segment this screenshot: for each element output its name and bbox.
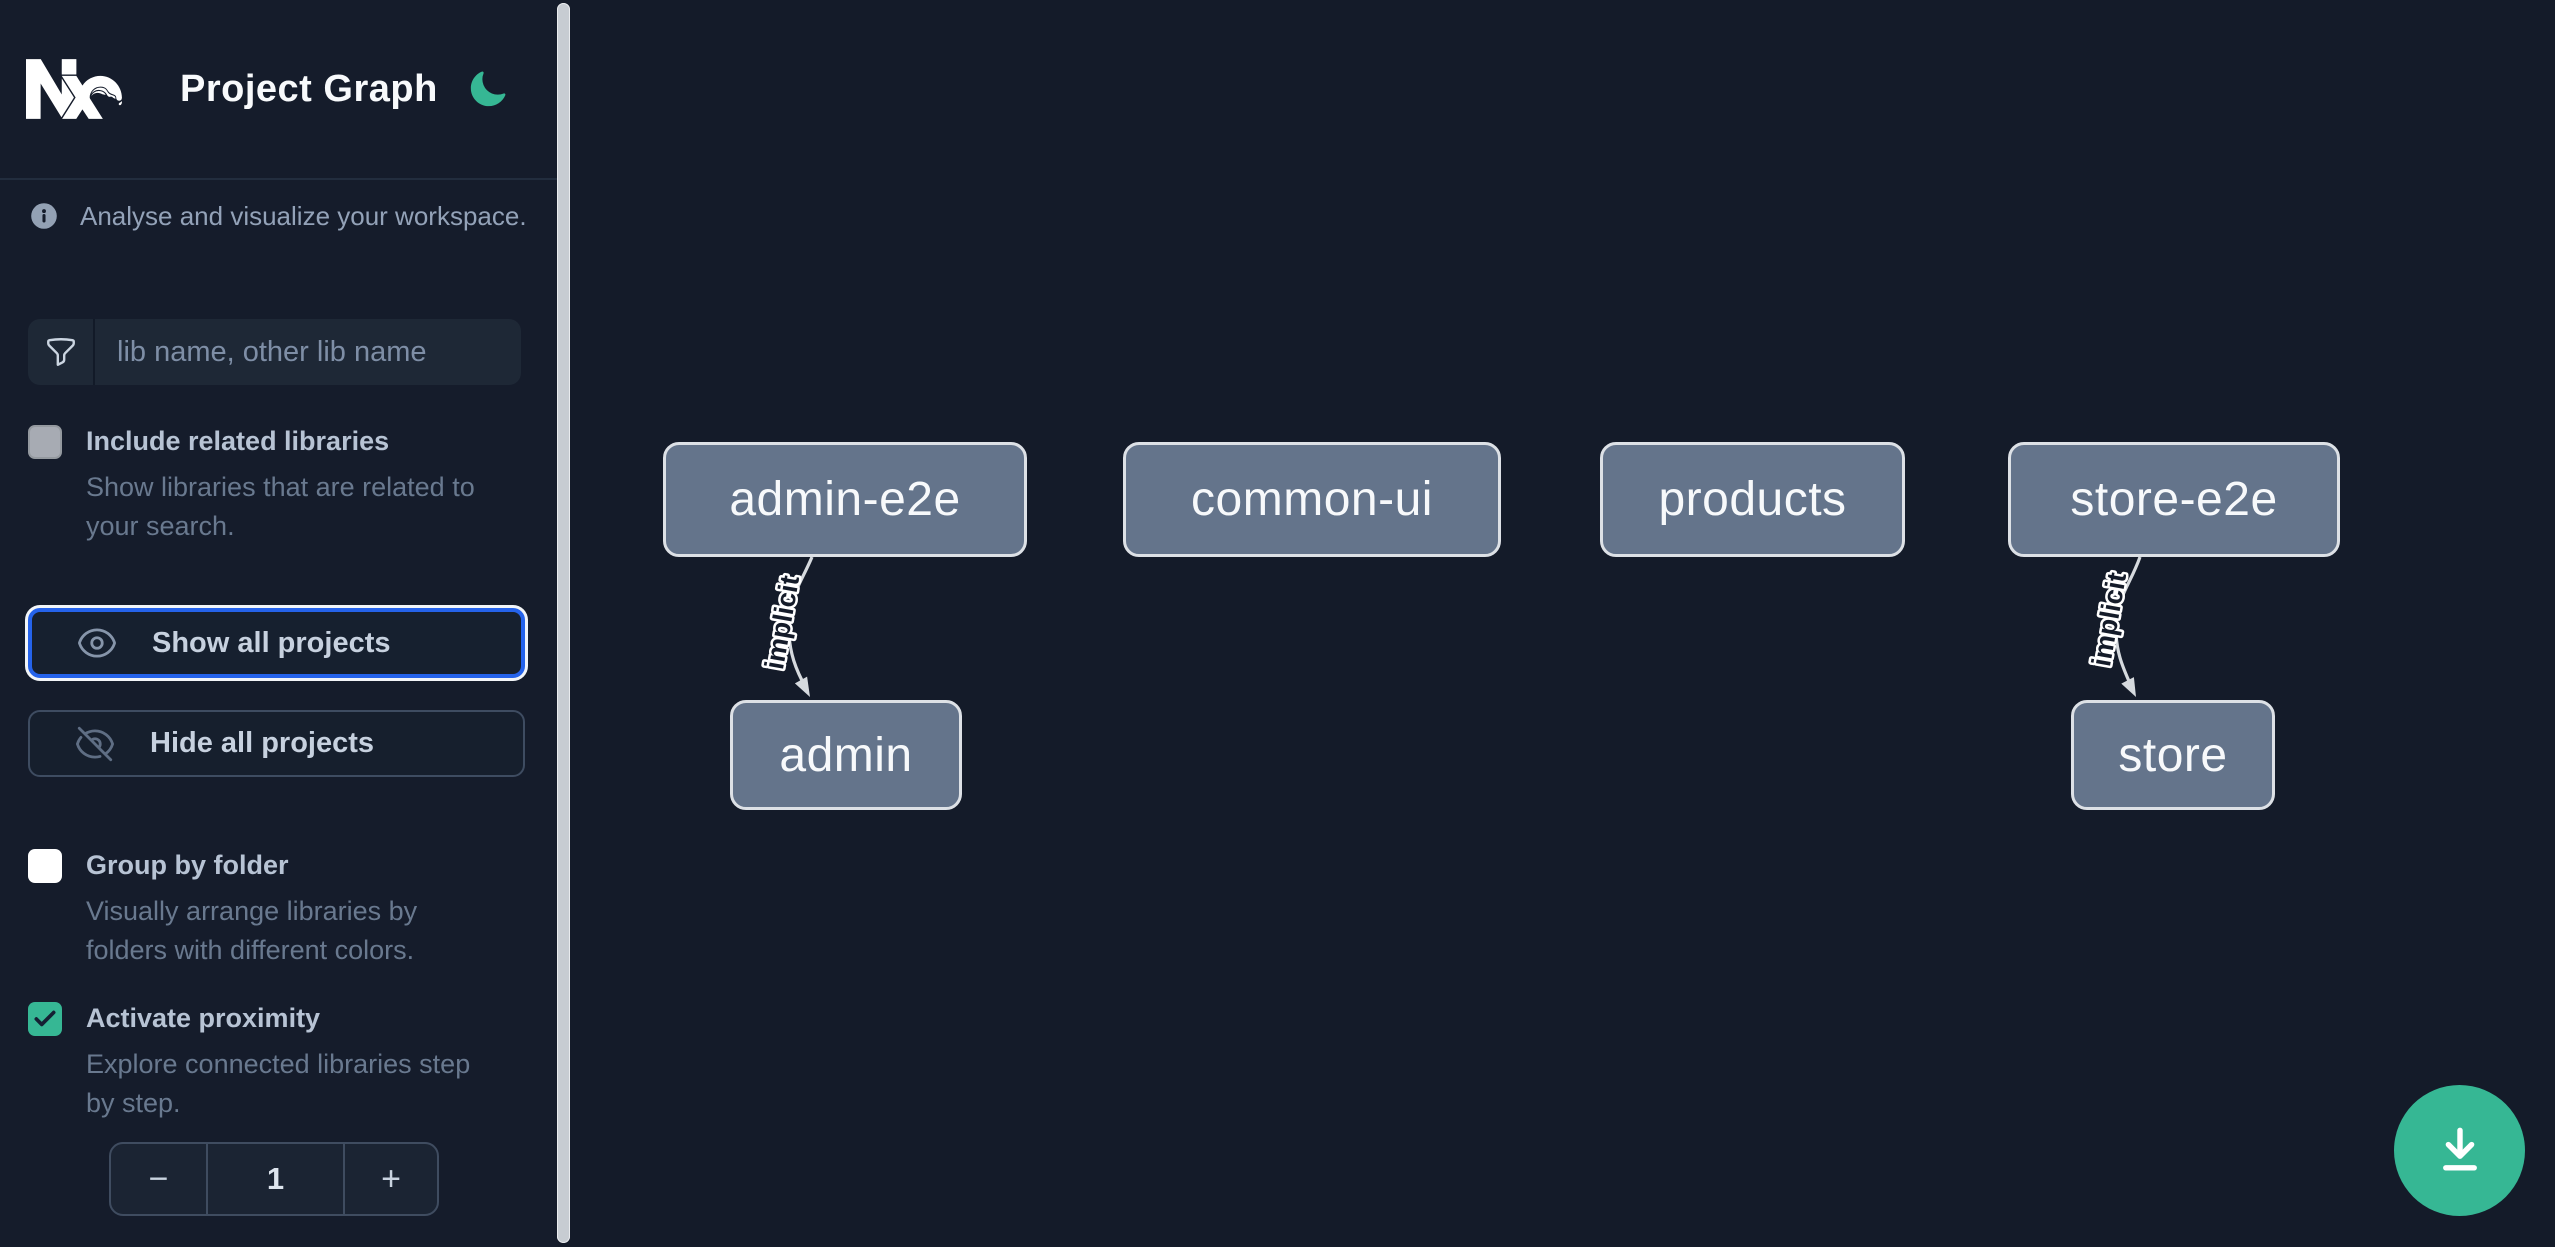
- eye-icon: [78, 628, 116, 658]
- option-activate-proximity: Activate proximity Explore connected lib…: [28, 1000, 498, 1123]
- checkbox-group-by-folder[interactable]: [28, 849, 62, 883]
- graph-node-products[interactable]: products: [1600, 442, 1905, 557]
- nx-logo-icon: [26, 59, 122, 119]
- option-description: Explore connected libraries step by step…: [86, 1049, 471, 1118]
- graph-node-store[interactable]: store: [2071, 700, 2275, 810]
- increment-button[interactable]: +: [343, 1144, 437, 1214]
- option-description: Visually arrange libraries by folders wi…: [86, 896, 418, 965]
- filter-input[interactable]: [95, 319, 521, 385]
- proximity-depth-value: 1: [266, 1161, 285, 1196]
- page-title: Project Graph: [180, 67, 438, 110]
- download-icon: [2442, 1127, 2477, 1171]
- show-all-projects-button[interactable]: Show all projects: [28, 608, 525, 678]
- graph-node-common-ui[interactable]: common-ui: [1123, 442, 1501, 557]
- checkbox-activate-proximity[interactable]: [28, 1002, 62, 1036]
- filter-input-group: [28, 319, 521, 385]
- option-group-by-folder: Group by folder Visually arrange librari…: [28, 847, 498, 970]
- option-label: Group by folder: [86, 850, 289, 880]
- proximity-depth-stepper: − 1 +: [109, 1142, 439, 1216]
- checkbox-include-related-libraries[interactable]: [28, 425, 62, 459]
- hide-all-projects-button[interactable]: Hide all projects: [28, 710, 525, 777]
- header-divider: [0, 178, 558, 180]
- option-include-related-libraries: Include related libraries Show libraries…: [28, 423, 498, 546]
- download-image-button[interactable]: [2394, 1085, 2525, 1216]
- sidebar-scrollbar-thumb[interactable]: [557, 3, 570, 1243]
- intro-row: Analyse and visualize your workspace.: [28, 200, 528, 232]
- check-icon: [34, 1010, 56, 1027]
- option-description: Show libraries that are related to your …: [86, 472, 475, 541]
- sidebar: Project Graph Analyse and visualize your…: [0, 0, 570, 1247]
- hide-all-projects-label: Hide all projects: [150, 727, 375, 759]
- graph-node-store-e2e[interactable]: store-e2e: [2008, 442, 2340, 557]
- intro-text: Analyse and visualize your workspace.: [80, 200, 527, 231]
- decrement-button[interactable]: −: [111, 1144, 208, 1214]
- option-label: Include related libraries: [86, 426, 390, 456]
- sidebar-header: Project Graph: [0, 0, 558, 178]
- eye-slash-icon: [75, 726, 115, 761]
- theme-toggle-moon-icon[interactable]: [467, 69, 508, 110]
- info-icon: [31, 203, 57, 229]
- show-all-projects-label: Show all projects: [152, 626, 391, 659]
- graph-node-admin-e2e[interactable]: admin-e2e: [663, 442, 1027, 557]
- project-graph-canvas[interactable]: [571, 0, 2555, 1247]
- funnel-icon: [28, 319, 95, 385]
- graph-node-admin[interactable]: admin: [730, 700, 962, 810]
- option-label: Activate proximity: [86, 1003, 321, 1033]
